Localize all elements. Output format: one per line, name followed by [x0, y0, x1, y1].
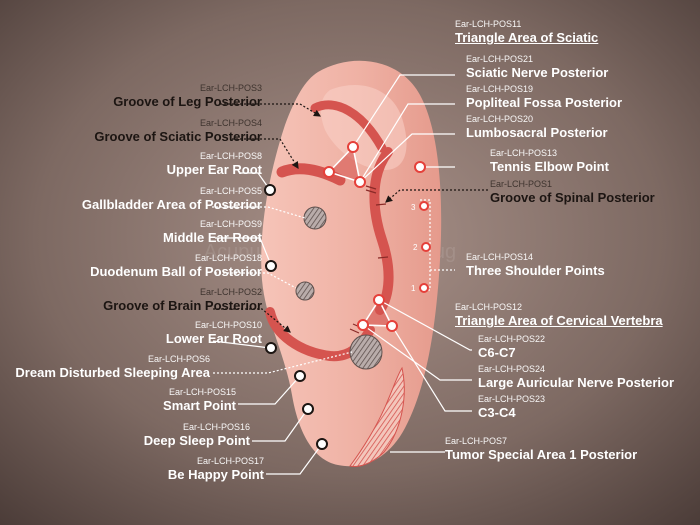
label-deep-sleep-point: Ear-LCH-POS16 Deep Sleep Point	[143, 422, 250, 448]
groove-sciatic	[276, 163, 346, 186]
label-c3-c4: Ear-LCH-POS23 C3-C4	[478, 394, 546, 420]
label-groove-spinal: Ear-LCH-POS1 Groove of Spinal Posterior	[490, 179, 655, 205]
label-tennis-elbow: Ear-LCH-POS13 Tennis Elbow Point	[490, 148, 609, 174]
leader-lines	[212, 74, 472, 475]
red-points	[323, 141, 431, 332]
label-middle-ear-root: Ear-LCH-POS9 Middle Ear Root	[163, 219, 262, 245]
shoulder-number-3: 3	[411, 203, 416, 212]
label-popliteal-fossa: Ear-LCH-POS19 Popliteal Fossa Posterior	[466, 84, 623, 110]
label-gallbladder-area: Ear-LCH-POS5 Gallbladder Area of Posteri…	[81, 186, 262, 212]
shoulder-number-2: 2	[413, 243, 418, 252]
cervical-triangle	[361, 298, 394, 327]
dark-points	[264, 184, 328, 450]
label-triangle-sciatic: Ear-LCH-POS11 Triangle Area of Sciatic	[455, 19, 599, 45]
label-lower-ear-root: Ear-LCH-POS10 Lower Ear Root	[165, 320, 262, 346]
groove-spinal	[369, 147, 394, 315]
label-smart-point: Ear-LCH-POS15 Smart Point	[163, 387, 236, 413]
label-groove-leg-posterior: Ear-LCH-POS3 Groove of Leg Posterior	[113, 83, 262, 109]
label-be-happy-point: Ear-LCH-POS17 Be Happy Point	[167, 456, 264, 482]
duodenum-area	[295, 281, 315, 301]
label-three-shoulder: Ear-LCH-POS14 Three Shoulder Points	[466, 252, 605, 278]
label-sciatic-nerve: Ear-LCH-POS21 Sciatic Nerve Posterior	[466, 54, 609, 80]
label-dream-disturbed: Ear-LCH-POS6 Dream Disturbed Sleeping Ar…	[15, 354, 210, 380]
label-large-auricular-nerve: Ear-LCH-POS24 Large Auricular Nerve Post…	[478, 364, 675, 390]
sciatic-triangle	[327, 145, 362, 184]
tumor-area	[349, 366, 405, 467]
gallbladder-area	[303, 206, 327, 230]
dream-area	[349, 334, 383, 370]
label-upper-ear-root: Ear-LCH-POS8 Upper Ear Root	[166, 151, 262, 177]
label-duodenum-ball: Ear-LCH-POS18 Duodenum Ball of Posterior	[90, 253, 262, 279]
label-lumbosacral: Ear-LCH-POS20 Lumbosacral Posterior	[466, 114, 608, 140]
dark-leader-lines	[213, 103, 488, 333]
groove-leg	[310, 100, 387, 153]
label-triangle-cervical: Ear-LCH-POS12 Triangle Area of Cervical …	[455, 302, 663, 328]
label-c6-c7: Ear-LCH-POS22 C6-C7	[478, 334, 546, 360]
label-groove-sciatic-posterior: Ear-LCH-POS4 Groove of Sciatic Posterior	[94, 118, 262, 144]
label-groove-brain-posterior: Ear-LCH-POS2 Groove of Brain Posterior	[103, 287, 262, 313]
shoulder-number-1: 1	[411, 284, 416, 293]
label-tumor-special-area: Ear-LCH-POS7 Tumor Special Area 1 Poster…	[445, 436, 638, 462]
